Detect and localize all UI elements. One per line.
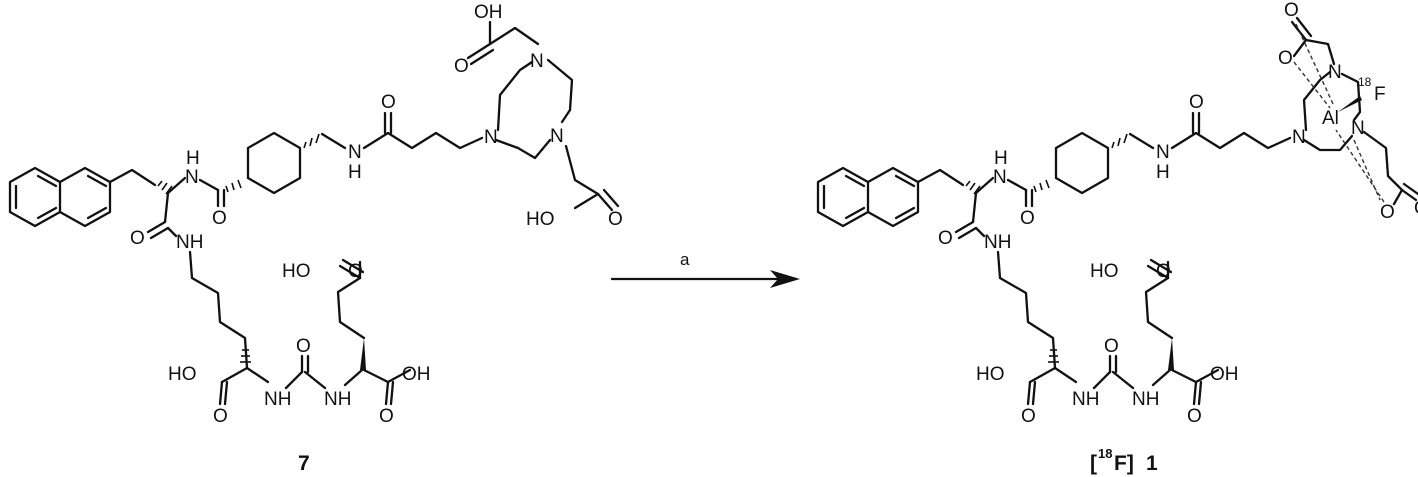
- atom-label-o: O: [454, 56, 469, 77]
- atom-label-o: O: [212, 208, 227, 229]
- product-label-number: 1: [1146, 452, 1158, 475]
- product-label-element: F]: [1114, 452, 1134, 475]
- product-label-bracket: [: [1090, 452, 1097, 475]
- atom-label-o: O: [1020, 208, 1035, 229]
- atom-label-n: N: [550, 126, 564, 147]
- atom-label-o: O: [1021, 406, 1036, 427]
- atom-label-o: O: [1104, 336, 1119, 357]
- stereo-wedge: [1168, 338, 1174, 370]
- isotope-18: 18: [1358, 75, 1372, 89]
- atom-label-nh: NH: [1132, 389, 1159, 410]
- product-structure-18f-1: H N O N H O N N N Al 18 F: [816, 0, 1418, 427]
- atom-label-o: O: [1156, 261, 1171, 282]
- atom-label-nh: NH: [324, 389, 351, 410]
- atom-label-ho: HO: [526, 209, 555, 230]
- atom-label-h: H: [348, 162, 362, 183]
- naphthalene-ring: [8, 166, 112, 228]
- atom-label-nh: NH: [984, 232, 1011, 253]
- reaction-arrow: [610, 270, 800, 288]
- atom-label-o: O: [1414, 198, 1418, 219]
- atom-label-o: O: [1278, 48, 1293, 69]
- atom-label-o: O: [348, 261, 363, 282]
- atom-label-oh: OH: [402, 364, 431, 385]
- atom-label-o: O: [296, 336, 311, 357]
- stereo-hash: [240, 349, 251, 363]
- atom-label-o: O: [1189, 92, 1204, 113]
- atom-label-o: O: [213, 406, 228, 427]
- atom-label-o: O: [608, 209, 623, 230]
- reaction-condition: a: [680, 250, 690, 269]
- atom-label-oh: OH: [1210, 364, 1239, 385]
- atom-label-ho: HO: [976, 364, 1005, 385]
- atom-label-o: O: [1284, 0, 1299, 21]
- atom-label-n: N: [484, 127, 498, 148]
- atom-label-n: N: [1328, 62, 1342, 83]
- atom-label-n: N: [1351, 118, 1365, 139]
- atom-label-nh: NH: [264, 389, 291, 410]
- reactant-structure-7: H N O N H O N N N: [8, 2, 623, 427]
- atom-label-ho: HO: [168, 364, 197, 385]
- reactant-label: 7: [298, 452, 310, 475]
- atom-label-o: O: [1380, 202, 1395, 223]
- atom-label-n: N: [348, 142, 362, 163]
- atom-label-n: N: [530, 51, 544, 72]
- atom-label-nh: NH: [1072, 389, 1099, 410]
- stereo-hash: [1033, 179, 1050, 193]
- atom-label-ho: HO: [282, 261, 311, 282]
- atom-label-o: O: [938, 228, 953, 249]
- atom-label-al: Al: [1322, 108, 1339, 129]
- atom-label-h: H: [994, 148, 1008, 169]
- atom-label-o: O: [379, 406, 394, 427]
- atom-label-n: N: [1292, 127, 1306, 148]
- stereo-hash: [1111, 133, 1128, 149]
- al-f-wedge: [1338, 96, 1362, 112]
- product-label: [ 18 F] 1: [1090, 446, 1158, 475]
- atom-label-oh: OH: [474, 2, 503, 23]
- naphthalene-ring: [816, 166, 920, 228]
- atom-label-nh: NH: [176, 232, 203, 253]
- atom-label-o: O: [381, 92, 396, 113]
- atom-label-n: N: [1156, 142, 1170, 163]
- stereo-hash: [1048, 349, 1059, 363]
- stereo-wedge: [360, 338, 366, 370]
- product-label-isotope: 18: [1098, 446, 1112, 461]
- atom-label-n: N: [185, 167, 199, 188]
- atom-label-o: O: [1187, 406, 1202, 427]
- atom-label-h: H: [186, 148, 200, 169]
- stereo-hash: [303, 133, 320, 149]
- atom-label-h: H: [1156, 162, 1170, 183]
- atom-label-ho: HO: [1090, 261, 1119, 282]
- atom-label-o: O: [130, 228, 145, 249]
- atom-label-f: F: [1374, 84, 1386, 105]
- stereo-hash: [225, 179, 242, 193]
- atom-label-n: N: [993, 167, 1007, 188]
